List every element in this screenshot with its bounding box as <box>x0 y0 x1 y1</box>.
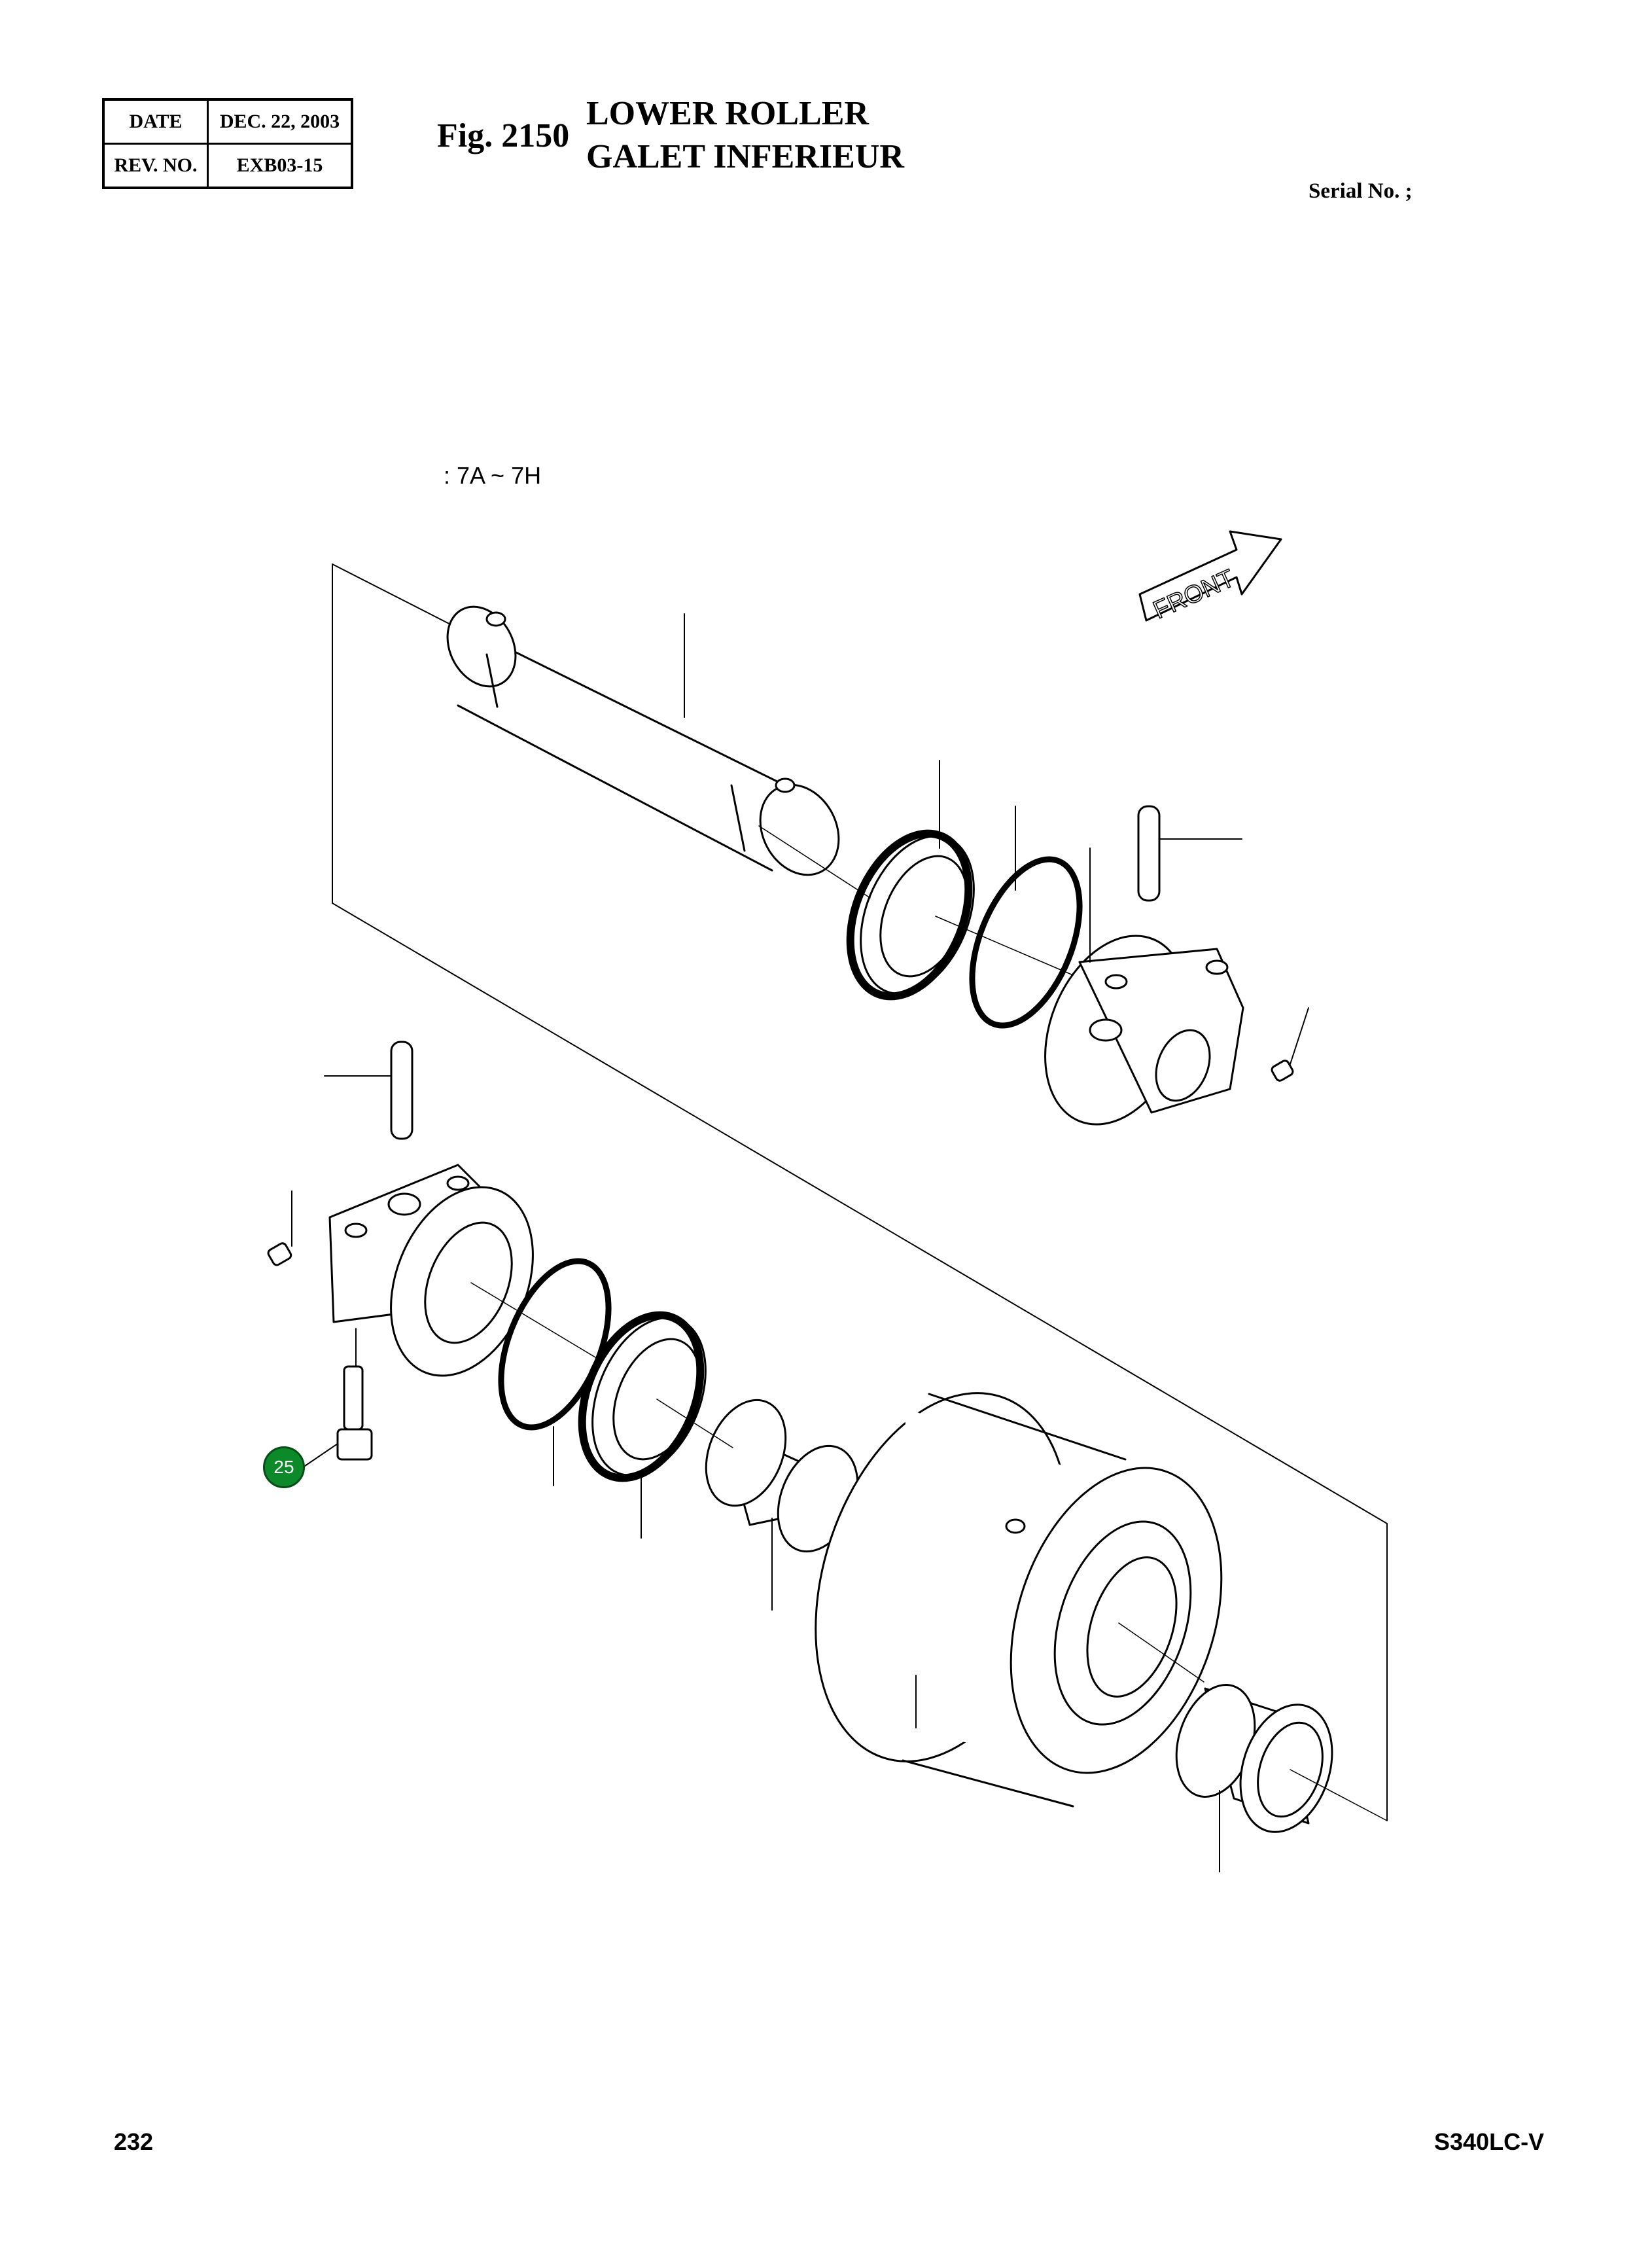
o-ring-upper <box>969 856 1083 1029</box>
plug-lower <box>267 1242 292 1266</box>
header-info-table: DATE DEC. 22, 2003 REV. NO. EXB03-15 <box>102 98 353 189</box>
page-number: 232 <box>114 2128 154 2155</box>
plug-upper <box>1271 1060 1294 1082</box>
bolt <box>336 1365 373 1461</box>
rev-value: EXB03-15 <box>207 143 353 189</box>
range-note: : 7A ~ 7H <box>444 462 542 489</box>
callout-25[interactable]: 25 <box>263 1446 305 1488</box>
collar-lower <box>328 1164 534 1377</box>
collar-upper <box>1044 935 1244 1126</box>
model-name: S340LC-V <box>1434 2128 1545 2155</box>
center-lines <box>470 825 1388 1821</box>
rev-label: REV. NO. <box>102 143 209 189</box>
leader-lines <box>291 613 1309 1872</box>
roller-body <box>815 1392 1223 1808</box>
figure-number: Fig. 2150 <box>437 117 570 154</box>
assembly-frame <box>332 563 1388 1821</box>
pin-lower <box>390 1041 413 1140</box>
shaft <box>446 605 840 876</box>
title-english: LOWER ROLLER <box>586 95 869 132</box>
title-french: GALET INFERIEUR <box>586 138 904 175</box>
serial-number-label: Serial No. ; <box>1309 179 1413 203</box>
date-label: DATE <box>102 98 209 145</box>
floating-seal-upper <box>846 829 975 1001</box>
pin-upper <box>1137 805 1161 902</box>
bushing-right <box>1175 1684 1333 1833</box>
front-arrow-icon <box>1138 530 1282 622</box>
floating-seal-lower <box>578 1311 707 1482</box>
date-value: DEC. 22, 2003 <box>207 98 353 145</box>
